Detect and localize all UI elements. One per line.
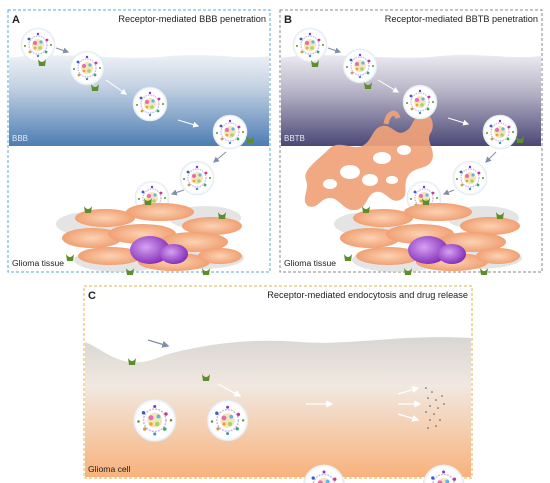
panel-a-letter: A [12,14,20,26]
nanoparticle [69,50,105,86]
nanoparticle [132,86,168,122]
arrow [170,189,185,196]
arrow [327,47,342,54]
tumor-vessel-network [304,110,433,211]
nanoparticle [402,84,438,120]
arrow [377,79,400,93]
arrow [447,117,470,126]
panel-b: B Receptor-mediated BBTB penetration BBT… [279,9,543,275]
arrow [105,79,127,95]
released-drug-dots [425,387,445,429]
panel-c-cytoplasm [85,337,471,477]
arrow [397,386,420,395]
nanoparticle [342,48,378,84]
nanoparticle [206,399,249,442]
arrow [55,47,70,54]
nanoparticle [212,114,248,150]
panel-c-cell-label: Glioma cell [88,464,131,474]
panel-c-title: Receptor-mediated endocytosis and drug r… [267,290,468,300]
panel-b-letter: B [284,14,292,26]
panel-c-letter: C [88,290,96,302]
arrow [397,413,420,422]
panel-a: A Receptor-mediated BBB penetration BBB … [7,9,271,275]
panel-a-title: Receptor-mediated BBB penetration [118,14,266,24]
panel-b-title: Receptor-mediated BBTB penetration [385,14,538,24]
panel-b-barrier-label: BBTB [284,134,305,143]
nanoparticle [20,27,56,63]
arrow [177,119,200,128]
nanoparticle [482,114,518,150]
nanoparticle [452,160,488,196]
nanoparticle [179,160,215,196]
nanoparticle [292,27,328,63]
arrow [147,339,170,348]
nanoparticle [132,398,177,443]
panel-a-tissue-label: Glioma tissue [12,258,64,268]
panel-a-barrier-label: BBB [12,134,28,143]
arrow [485,151,497,163]
arrow [217,383,242,397]
arrow [442,189,455,196]
arrow [213,151,227,163]
panel-c: C Receptor-mediated endocytosis and drug… [83,285,473,483]
panel-b-tissue-label: Glioma tissue [284,258,336,268]
